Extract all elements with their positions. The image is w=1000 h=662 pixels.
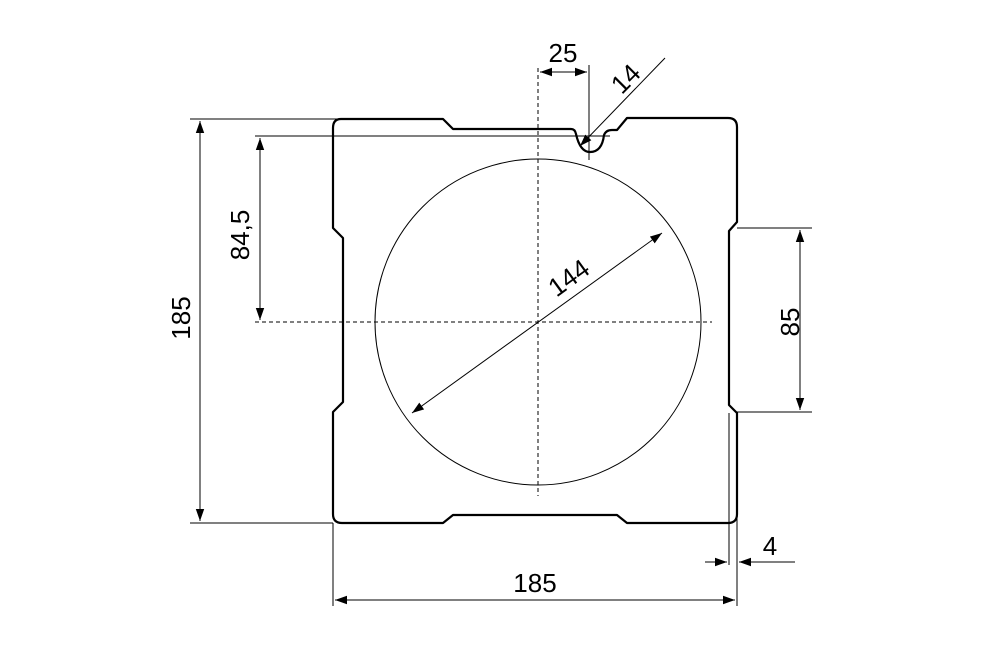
notch-leader-line — [579, 57, 666, 147]
dimension-line-diameter — [411, 232, 663, 414]
dimension-recess-depth-label: 4 — [763, 531, 777, 561]
part-outline — [331, 116, 739, 525]
dimension-width-label: 185 — [513, 568, 556, 598]
dimension-notch-size-label: 14 — [605, 58, 647, 100]
dimension-center-offset-label: 84,5 — [225, 210, 255, 261]
dimension-diameter-label: 144 — [542, 253, 595, 303]
dimension-notch-offset-label: 25 — [549, 38, 578, 68]
dimension-side-recess-label: 85 — [775, 308, 805, 337]
dimension-height-label: 185 — [166, 296, 196, 339]
